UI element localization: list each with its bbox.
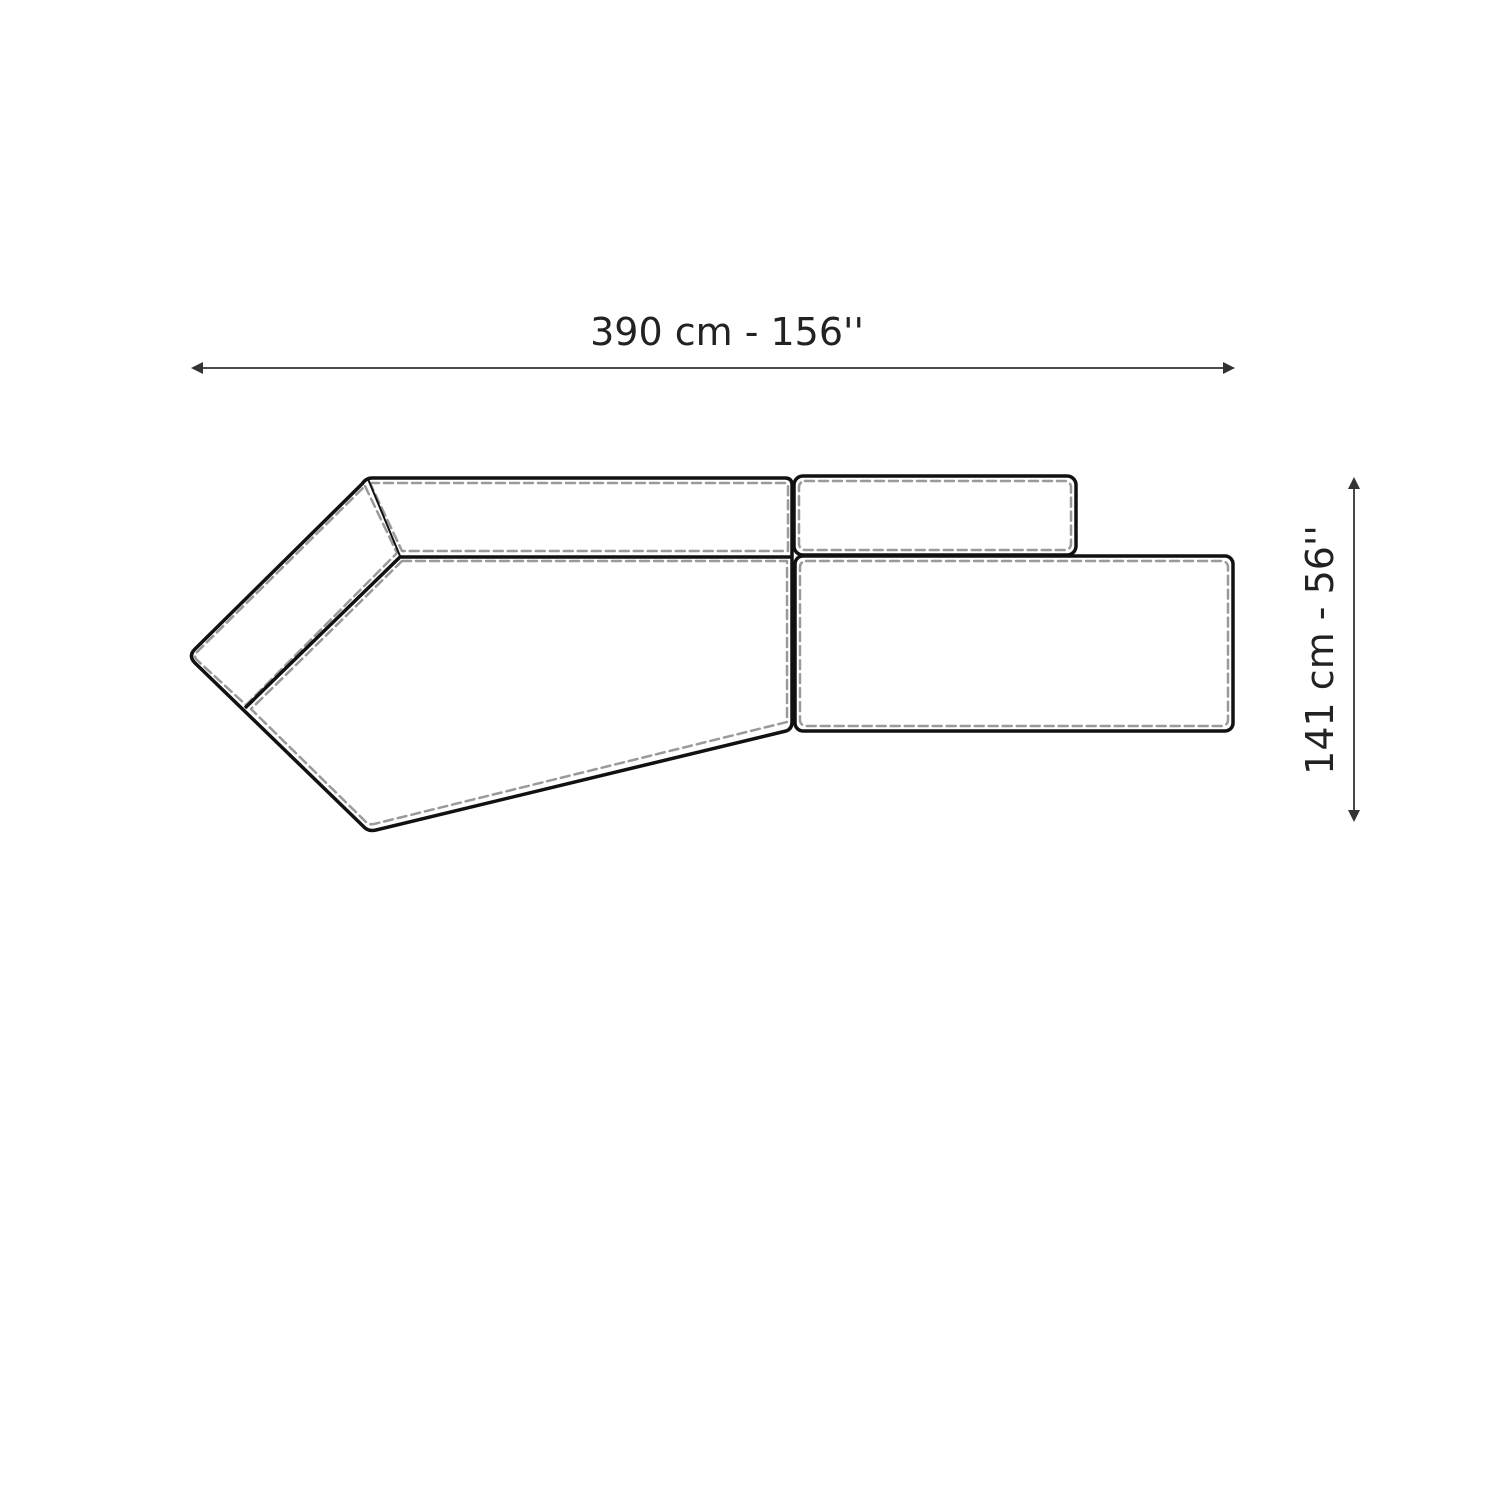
depth-dimension: 141 cm - 56'' <box>1298 477 1360 822</box>
depth-arrow-bottom <box>1348 810 1360 822</box>
right-seat-module <box>793 554 1235 733</box>
angled-seat-module <box>189 476 794 833</box>
back-cushion-stitching <box>368 481 790 553</box>
width-arrow-left <box>191 362 203 374</box>
depth-label: 141 cm - 56'' <box>1298 525 1342 775</box>
angled-seat-divider <box>243 555 792 710</box>
angled-seat-stitching <box>249 559 789 826</box>
depth-arrow-top <box>1348 477 1360 489</box>
right-back-cushion-outline <box>792 474 1078 557</box>
angled-corner-line <box>367 478 401 557</box>
right-seat-outline <box>793 554 1235 733</box>
angled-arm-stitching <box>193 484 399 707</box>
right-back-cushion-stitching <box>797 479 1073 552</box>
width-label: 390 cm - 156'' <box>590 310 864 354</box>
angled-seat-outline <box>189 476 794 833</box>
width-dimension: 390 cm - 156'' <box>191 310 1235 374</box>
width-arrow-right <box>1223 362 1235 374</box>
right-back-cushion <box>792 474 1078 557</box>
